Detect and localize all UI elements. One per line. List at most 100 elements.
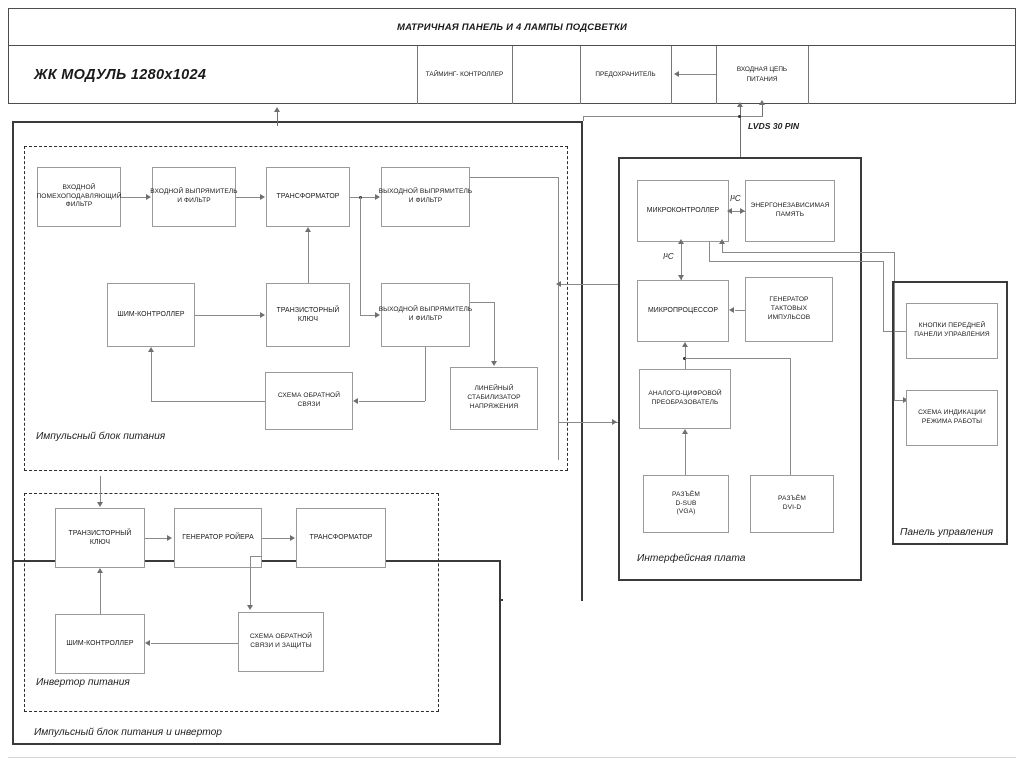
wire-transformer-to-outrect1 — [350, 197, 376, 198]
block-mode-indication: СХЕМА ИНДИКАЦИИ РЕЖИМА РАБОТЫ — [906, 390, 998, 446]
label-line-2: КЛЮЧ — [297, 316, 319, 323]
label-line-3: ФИЛЬТР — [65, 201, 93, 209]
block-feedback-circuit: СХЕМА ОБРАТНОЙ СВЯЗИ — [265, 372, 353, 430]
label-line-3: НАПРЯЖЕНИЯ — [469, 402, 519, 410]
wire-dvid-to-junction — [685, 358, 791, 359]
label-line-2: РЕЖИМА РАБОТЫ — [921, 418, 983, 425]
psu-frame-notch-mask — [14, 562, 499, 603]
interface-board-caption: Интерфейсная плата — [637, 553, 746, 564]
wire-mcu-ctrl-2-h — [722, 252, 894, 253]
label-line-2: ПРЕОБРАЗОВАТЕЛЬ — [651, 399, 719, 406]
label-line-1: ВЫХОДНОЙ ВЫПРЯМИТЕЛЬ — [378, 188, 473, 196]
junction-lvds — [738, 115, 741, 118]
block-inv-feedback-protect: СХЕМА ОБРАТНОЙ СВЯЗИ И ЗАЩИТЫ — [238, 612, 324, 672]
wire-mcu-ctrl-2-down — [894, 252, 895, 400]
arrowhead-invfeedback-to-invpwm — [145, 640, 150, 646]
arrowhead-royer-to-feedback — [247, 605, 253, 610]
arrowhead-to-mode-indication — [903, 397, 908, 403]
wire-psu-to-interface-right — [558, 422, 618, 423]
label-line-1: СХЕМА ОБРАТНОЙ — [249, 633, 313, 641]
psu-inner-caption: Импульсный блок питания — [36, 431, 166, 442]
wire-branch-down-to-outrect2 — [360, 197, 361, 315]
arrowhead-outrect2-to-regulator — [491, 361, 497, 366]
label-line-2: И ФИЛЬТР — [408, 197, 443, 204]
block-transistor-switch: ТРАНЗИСТОРНЫЙ КЛЮЧ — [266, 283, 350, 347]
label-line-2: ПОМЕХОПОДАВЛЯЮЩИЙ — [36, 192, 122, 200]
block-clock-generator: ГЕНЕРАТОР ТАКТОВЫХ ИМПУЛЬСОВ — [745, 277, 833, 342]
label-line-1: РАЗЪЁМ — [778, 495, 806, 503]
wire-invpwm-to-invswitch — [100, 573, 101, 614]
arrowhead-outrect2-to-feedback — [353, 398, 358, 404]
wire-switch-to-transformer — [308, 232, 309, 283]
page-bottom-rule — [8, 757, 1016, 758]
arrowhead-dsub-to-adc — [682, 429, 688, 434]
label-line-1: АНАЛОГО-ЦИФРОВОЙ — [648, 390, 722, 398]
arrowhead-rectifier-to-transformer — [260, 194, 265, 200]
arrowhead-royer-to-invtransformer — [290, 535, 295, 541]
label-line-1: МИКРОКОНТРОЛЛЕР — [646, 207, 720, 215]
arrowhead-lvds-to-timing — [737, 102, 743, 107]
label-line-1: КНОПКИ ПЕРЕДНЕЙ — [918, 322, 986, 330]
label-line-1: ШИМ-КОНТРОЛЛЕР — [66, 640, 134, 648]
hdr-sep-5 — [716, 46, 717, 104]
control-panel-frame — [892, 281, 1008, 545]
wire-mcu-ctrl-1-down — [883, 261, 884, 331]
power-input-line2: ПИТАНИЯ — [746, 76, 778, 83]
label-line-2: DVI-D — [782, 504, 802, 511]
wire-pwm-to-switch — [195, 315, 260, 316]
i2c-label-mpu: I²C — [663, 252, 674, 261]
arrowhead-invpwm-to-invswitch — [97, 568, 103, 573]
arrowhead-feedback-to-pwm — [148, 347, 154, 352]
label-line-2: СВЯЗИ И ЗАЩИТЫ — [250, 642, 312, 649]
wire-royer-to-invtransformer — [262, 538, 290, 539]
label-line-2: СВЯЗИ — [297, 401, 321, 408]
psu-outer-caption: Импульсный блок питания и инвертор — [34, 727, 222, 738]
wire-lvds-v — [740, 107, 741, 157]
power-input-line1: ВХОДНАЯ ЦЕПЬ — [736, 66, 788, 74]
lcd-module-title: ЖК МОДУЛЬ 1280x1024 — [34, 67, 207, 83]
label-line-1: ЭНЕРГОНЕЗАВИСИМАЯ — [750, 202, 830, 210]
wire-dsub-to-adc — [685, 434, 686, 475]
power-input-circuit-cell: ВХОДНАЯ ЦЕПЬ ПИТАНИЯ — [716, 46, 808, 104]
arrowhead-powerinput-to-fuse — [674, 71, 679, 77]
label-line-3: (VGA) — [676, 508, 696, 516]
label-line-2: И ФИЛЬТР — [408, 315, 443, 322]
wire-noisefilter-to-rectifier — [121, 197, 147, 198]
label-line-1: ТРАНСФОРМАТОР — [276, 193, 340, 201]
label-line-2: ПАМЯТЬ — [775, 211, 805, 218]
timing-controller-label: ТАЙМИНГ- КОНТРОЛЛЕР — [425, 71, 504, 79]
wire-branch-to-outrect2 — [360, 315, 376, 316]
label-line-1: ГЕНЕРАТОР — [769, 296, 809, 304]
block-adc: АНАЛОГО-ЦИФРОВОЙ ПРЕОБРАЗОВАТЕЛЬ — [639, 369, 731, 429]
block-microprocessor: МИКРОПРОЦЕССОР — [637, 280, 729, 342]
wire-mcu-ctrl-2-in — [894, 400, 909, 401]
label-line-3: ИМПУЛЬСОВ — [767, 313, 811, 321]
wire-royer-down-to-feedback — [250, 556, 251, 606]
arrowhead-mcu-to-memory — [740, 208, 745, 214]
psu-frame-notch-mask2 — [503, 599, 581, 601]
label-line-1: ЛИНЕЙНЫЙ — [474, 385, 514, 393]
label-line-1: ТРАНСФОРМАТОР — [309, 534, 373, 542]
wire-outrect2-down — [425, 347, 426, 401]
i2c-label-memory: I²C — [730, 194, 741, 203]
inverter-caption: Инвертор питания — [36, 677, 130, 688]
matrix-panel-title: МАТРИЧНАЯ ПАНЕЛЬ И 4 ЛАМПЫ ПОДСВЕТКИ — [396, 21, 628, 33]
label-line-2: КЛЮЧ — [89, 539, 111, 546]
wire-outrect2-to-regulator-v — [494, 302, 495, 362]
wire-powerin-into-psu — [583, 116, 584, 121]
wire-outrect1-rail-v — [558, 177, 559, 460]
label-line-1: ГЕНЕРАТОР РОЙЕРА — [182, 534, 254, 542]
fuse-cell: ПРЕДОХРАНИТЕЛЬ — [580, 46, 671, 104]
inverter-dashed-frame — [24, 493, 439, 712]
label-line-2: D-SUB — [675, 499, 697, 507]
arrowhead-mpu-to-mcu — [678, 239, 684, 244]
arrowhead-noisefilter-to-rectifier — [146, 194, 151, 200]
interface-board-frame — [618, 157, 862, 581]
block-nonvolatile-memory: ЭНЕРГОНЕЗАВИСИМАЯ ПАМЯТЬ — [745, 180, 835, 242]
psu-inner-dashed-frame — [24, 146, 568, 471]
arrowhead-buttons-to-mcu — [719, 239, 725, 244]
arrowhead-mcu-to-mpu — [678, 275, 684, 280]
label-line-1: ВХОДНОЙ ВЫПРЯМИТЕЛЬ — [150, 188, 238, 196]
block-inv-pwm-controller: ШИМ-КОНТРОЛЛЕР — [55, 614, 145, 674]
label-line-1: СХЕМА ИНДИКАЦИИ — [918, 409, 986, 417]
